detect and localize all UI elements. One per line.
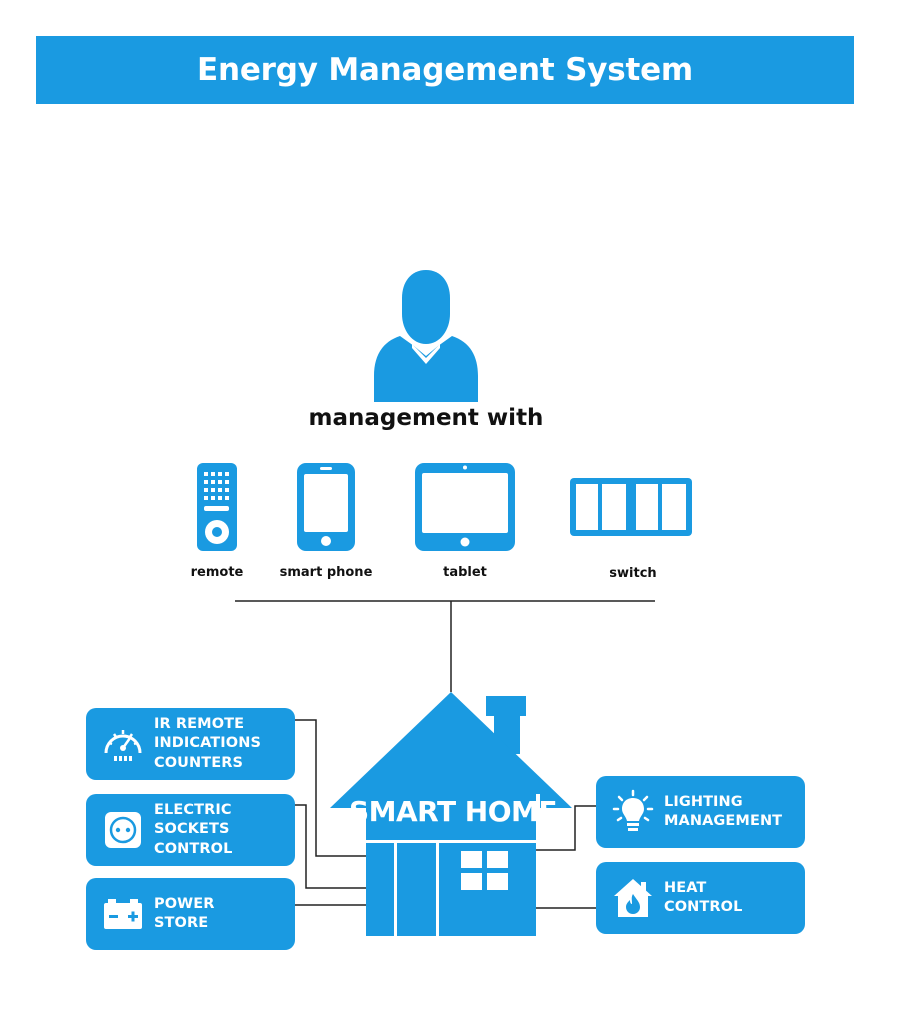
card-line: HEAT [664, 879, 707, 896]
card-lighting: LIGHTING MANAGEMENT [596, 776, 805, 848]
card-line: ELECTRIC [154, 801, 232, 818]
tablet-icon [415, 463, 515, 551]
card-line: SOCKETS [154, 821, 230, 838]
card-text-heat: HEAT CONTROL [664, 879, 742, 918]
card-line: INDICATIONS [154, 735, 261, 752]
smart-home-house-icon [330, 692, 572, 936]
card-text-ir-remote: IR REMOTE INDICATIONS COUNTERS [154, 715, 261, 774]
remote-control-icon [197, 463, 237, 551]
home-heating-icon [614, 879, 652, 917]
card-text-lighting: LIGHTING MANAGEMENT [664, 793, 782, 832]
card-line: CONTROL [664, 899, 743, 915]
card-line: LIGHTING [664, 793, 743, 810]
title-banner: Energy Management System [36, 36, 854, 104]
battery-icon [104, 899, 142, 929]
device-label-switch: switch [609, 566, 657, 581]
card-line: POWER [154, 895, 215, 912]
power-socket-icon [105, 812, 141, 848]
card-line: COUNTERS [154, 754, 244, 771]
device-label-smart-phone: smart phone [279, 565, 373, 580]
gauge-meter-icon [104, 730, 142, 761]
device-label-remote: remote [190, 565, 244, 580]
card-ir-remote: IR REMOTE INDICATIONS COUNTERS [86, 708, 295, 780]
card-electric-sockets: ELECTRIC SOCKETS CONTROL [86, 794, 295, 866]
device-label-tablet: tablet [443, 565, 487, 580]
card-heat: HEAT CONTROL [596, 862, 805, 934]
light-bulb-icon [612, 789, 654, 831]
page-title: Energy Management System [196, 52, 694, 88]
card-power-store: POWER STORE [86, 878, 295, 950]
user-heading: management with [308, 405, 544, 431]
card-line: CONTROL [154, 840, 233, 857]
card-text-power-store: POWER STORE [154, 895, 215, 934]
card-line: STORE [154, 915, 209, 931]
smartphone-icon [297, 463, 355, 551]
house-label: SMART HOME [348, 795, 558, 828]
card-line: IR REMOTE [154, 715, 245, 732]
wall-switch-icon [570, 478, 692, 536]
user-avatar-icon [374, 270, 478, 402]
card-text-electric-sockets: ELECTRIC SOCKETS CONTROL [154, 801, 232, 860]
card-line: MANAGEMENT [664, 813, 783, 829]
